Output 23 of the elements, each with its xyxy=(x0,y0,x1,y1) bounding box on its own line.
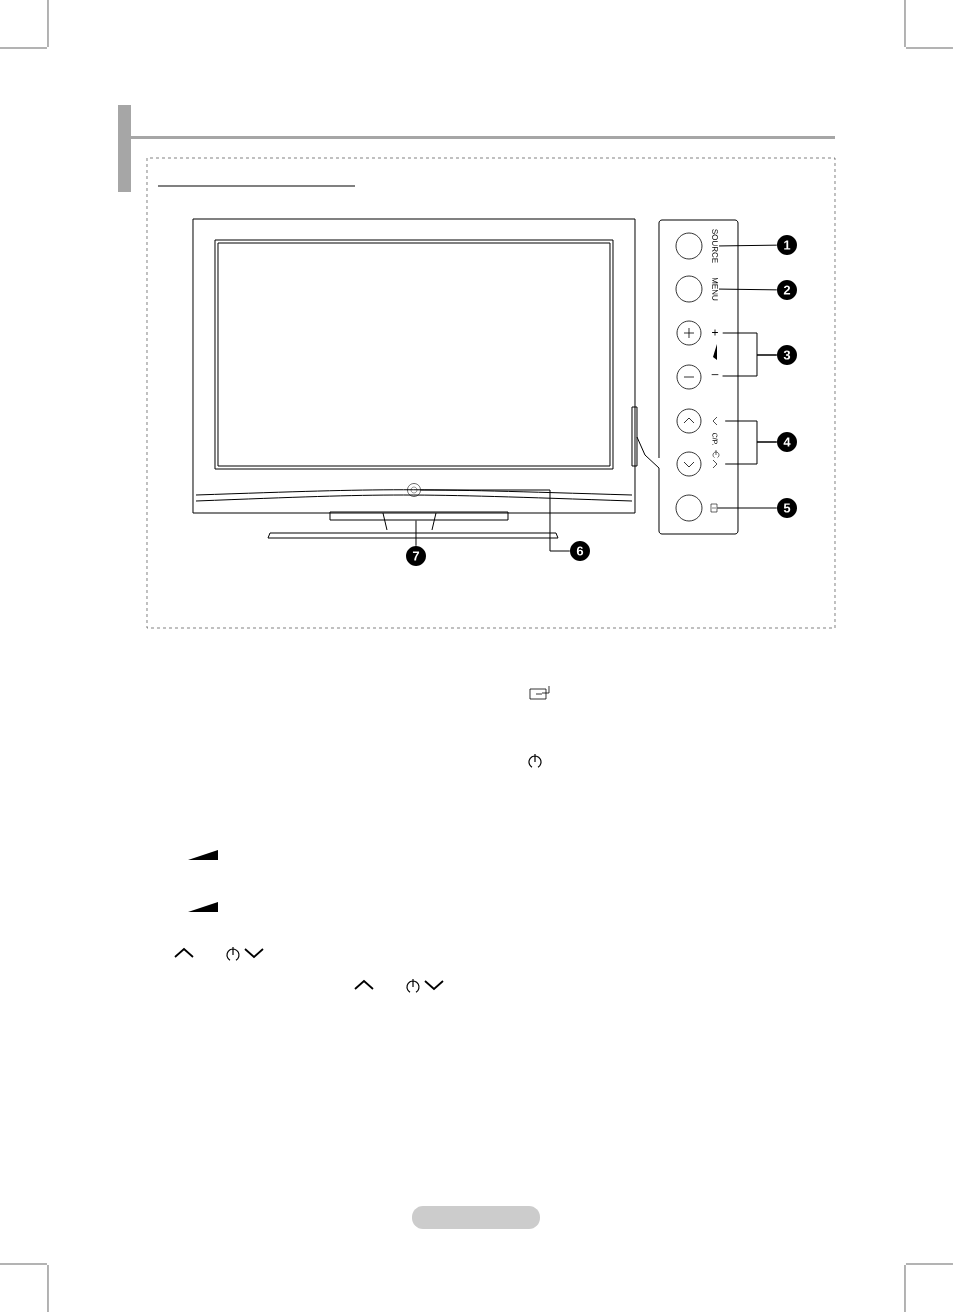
leader-line xyxy=(718,244,778,247)
leader-line xyxy=(718,288,778,291)
callout-number: 7 xyxy=(406,546,426,566)
button-label: MENU xyxy=(712,277,718,301)
button-label: SOURCE xyxy=(712,229,718,263)
leader-line xyxy=(722,354,778,377)
callout-number: 1 xyxy=(777,235,797,255)
button-label: – xyxy=(711,374,719,376)
callout-number: 4 xyxy=(777,432,797,452)
leader-line xyxy=(415,520,417,547)
button-label: + xyxy=(712,329,718,336)
chevron-icon xyxy=(712,416,718,426)
power-button xyxy=(407,483,421,497)
callout-number: 3 xyxy=(777,345,797,365)
stand-neck xyxy=(329,511,509,521)
leader-line xyxy=(420,489,571,552)
chevron-icon xyxy=(712,459,718,469)
callout-number: 6 xyxy=(570,541,590,561)
callout-number: 5 xyxy=(777,498,797,518)
callout-number: 2 xyxy=(777,280,797,300)
input-icon xyxy=(710,503,718,513)
leader-line xyxy=(716,507,778,509)
leader-line xyxy=(724,441,778,465)
